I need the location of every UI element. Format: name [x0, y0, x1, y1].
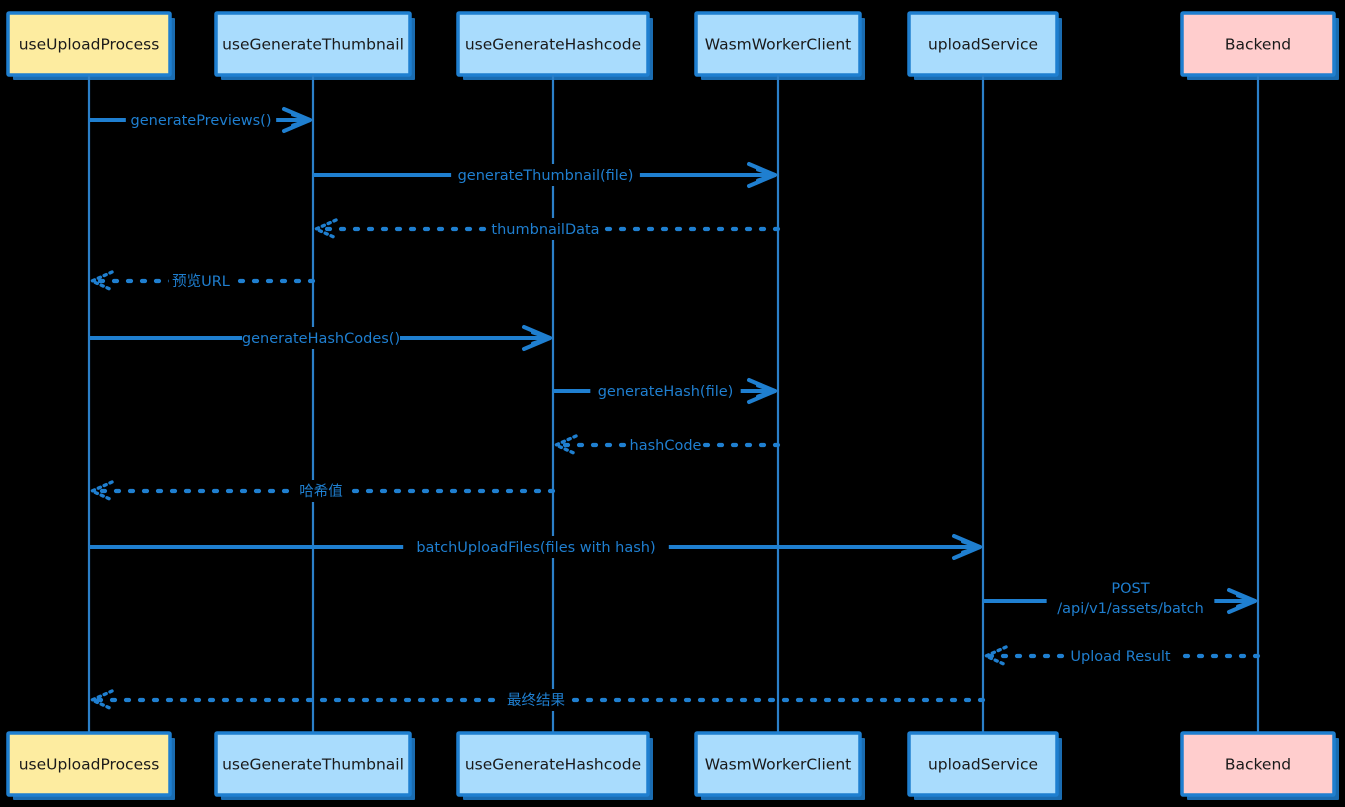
participant-box[interactable] — [456, 731, 650, 797]
participant-useGenerateHashcode-top[interactable]: useGenerateHashcode — [456, 11, 653, 80]
message-label-backdrop — [292, 480, 350, 502]
top-actor-group: useUploadProcess useGenerateThumbnail useG… — [6, 11, 1339, 80]
participant-WasmWorkerClient-bottom[interactable]: WasmWorkerClient — [694, 731, 865, 800]
participant-label: Backend — [1225, 36, 1291, 54]
participant-label: useGenerateHashcode — [465, 36, 641, 54]
message-10[interactable]: POST/api/v1/assets/batch — [983, 575, 1257, 617]
participant-useGenerateThumbnail-bottom[interactable]: useGenerateThumbnail — [214, 731, 415, 800]
message-label: generateHashCodes() — [242, 331, 400, 347]
arrowhead-open-icon — [90, 270, 114, 292]
message-label: batchUploadFiles(files with hash) — [416, 540, 655, 556]
arrowhead-open-icon — [554, 434, 578, 456]
message-label: generateThumbnail(file) — [458, 168, 634, 184]
participant-box[interactable] — [214, 731, 412, 797]
message-label-backdrop — [168, 270, 234, 292]
message-2[interactable]: generateThumbnail(file) — [313, 162, 777, 188]
participant-label: uploadService — [928, 36, 1038, 54]
message-5[interactable]: generateHashCodes() — [89, 325, 552, 351]
message-label: 哈希值 — [299, 483, 343, 500]
arrowhead-open-icon — [90, 480, 114, 502]
arrowhead-filled-inner-icon — [756, 167, 777, 183]
participant-label: WasmWorkerClient — [705, 36, 852, 54]
message-group: generatePreviews() generateThumbnail(file… — [89, 107, 1261, 711]
participant-label: useGenerateHashcode — [465, 756, 641, 774]
participant-useUploadProcess-bottom[interactable]: useUploadProcess — [6, 731, 175, 800]
participant-useGenerateHashcode-bottom[interactable]: useGenerateHashcode — [456, 731, 653, 800]
message-label-line2: /api/v1/assets/batch — [1057, 601, 1204, 617]
message-label: thumbnailData — [491, 222, 599, 238]
message-label-backdrop — [628, 434, 703, 456]
participant-uploadService-top[interactable]: uploadService — [907, 11, 1062, 80]
message-label-backdrop — [451, 164, 640, 186]
participant-WasmWorkerClient-top[interactable]: WasmWorkerClient — [694, 11, 865, 80]
participant-label: useGenerateThumbnail — [222, 36, 404, 54]
message-4[interactable]: 预览URL — [89, 270, 316, 292]
message-label: Upload Result — [1070, 649, 1171, 665]
message-label: generatePreviews() — [131, 113, 272, 129]
message-11[interactable]: Upload Result — [983, 645, 1261, 667]
message-label-backdrop — [1064, 645, 1177, 667]
arrowhead-open-icon — [90, 689, 114, 711]
participant-Backend-bottom[interactable]: Backend — [1180, 731, 1339, 800]
message-label-backdrop — [1046, 575, 1215, 617]
message-label-line1: POST — [1111, 581, 1149, 597]
participant-label: useUploadProcess — [19, 36, 160, 54]
participant-box[interactable] — [1180, 731, 1336, 797]
participant-box[interactable] — [6, 731, 172, 797]
message-6[interactable]: generateHash(file) — [553, 378, 777, 404]
participant-Backend-top[interactable]: Backend — [1180, 11, 1339, 80]
participant-useUploadProcess-top[interactable]: useUploadProcess — [6, 11, 175, 80]
message-label: 预览URL — [172, 273, 230, 290]
message-12[interactable]: 最终结果 — [89, 689, 986, 711]
message-label: 最终结果 — [507, 692, 565, 709]
message-label-backdrop — [125, 109, 277, 131]
arrowhead-open-icon — [984, 645, 1008, 667]
message-label-backdrop — [590, 380, 741, 402]
arrowhead-filled-inner-icon — [1236, 593, 1257, 609]
participant-label: WasmWorkerClient — [705, 756, 852, 774]
message-label: hashCode — [630, 438, 702, 454]
message-1[interactable]: generatePreviews() — [89, 107, 312, 133]
bottom-actor-group: useUploadProcess useGenerateThumbnail useG… — [6, 731, 1339, 800]
participant-label: useGenerateThumbnail — [222, 756, 404, 774]
message-label: generateHash(file) — [598, 384, 734, 400]
message-9[interactable]: batchUploadFiles(files with hash) — [89, 534, 982, 560]
message-8[interactable]: 哈希值 — [89, 480, 556, 502]
participant-uploadService-bottom[interactable]: uploadService — [907, 731, 1062, 800]
participant-box[interactable] — [694, 731, 862, 797]
participant-box[interactable] — [907, 731, 1059, 797]
arrowhead-open-icon — [314, 218, 338, 240]
message-3[interactable]: thumbnailData — [313, 218, 781, 240]
participant-label: useUploadProcess — [19, 756, 160, 774]
message-7[interactable]: hashCode — [553, 434, 781, 456]
message-label-backdrop — [241, 327, 401, 349]
arrowhead-filled-inner-icon — [531, 330, 552, 346]
message-label-backdrop — [489, 218, 602, 240]
participant-useGenerateThumbnail-top[interactable]: useGenerateThumbnail — [214, 11, 415, 80]
message-label-backdrop — [500, 689, 572, 711]
participant-label: uploadService — [928, 756, 1038, 774]
message-label-backdrop — [403, 536, 669, 558]
participant-label: Backend — [1225, 756, 1291, 774]
arrowhead-filled-inner-icon — [756, 383, 777, 399]
arrowhead-filled-inner-icon — [291, 112, 312, 128]
arrowhead-filled-inner-icon — [961, 539, 982, 555]
